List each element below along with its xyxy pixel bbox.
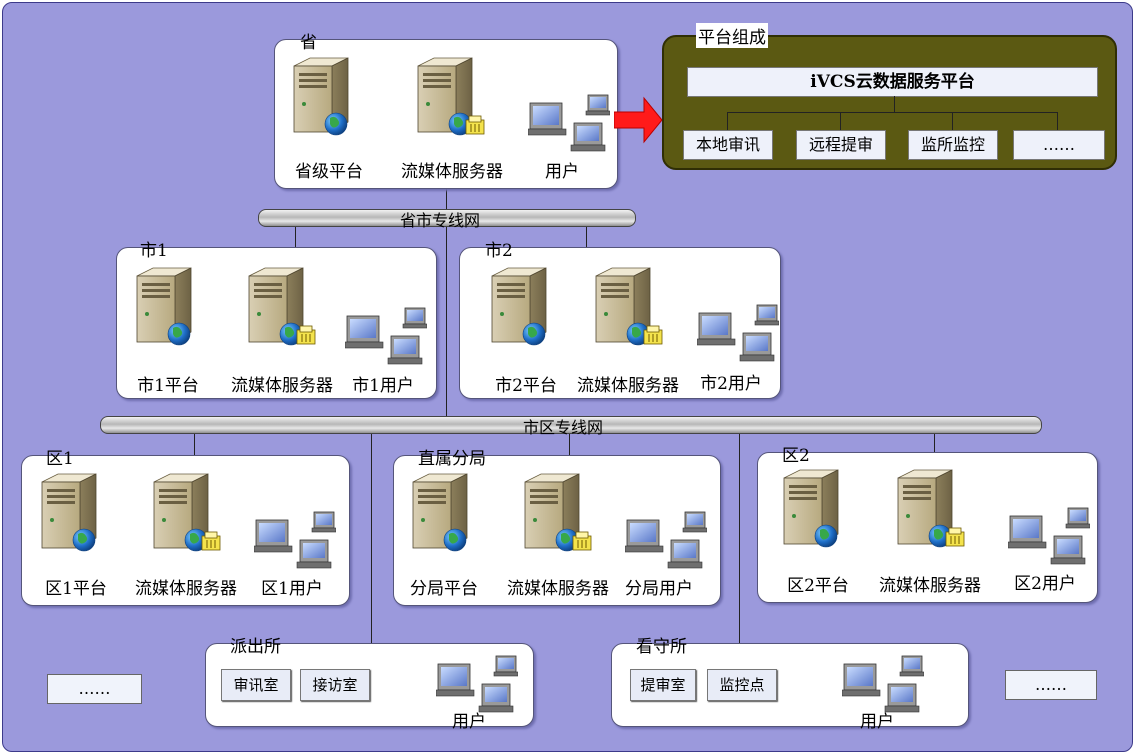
user-computers-icon bbox=[624, 510, 708, 576]
connector bbox=[840, 112, 841, 130]
media-server-icon bbox=[245, 266, 317, 354]
server-icon bbox=[488, 266, 560, 354]
district1-platform-label: 区1平台 bbox=[45, 579, 107, 599]
bureau-user-label: 分局用户 bbox=[625, 579, 693, 599]
connector bbox=[586, 226, 587, 248]
server-icon bbox=[780, 468, 852, 556]
media-server-icon bbox=[414, 56, 486, 144]
police-station-title: 派出所 bbox=[230, 637, 281, 657]
connector bbox=[569, 434, 570, 456]
city1-user-label: 市1用户 bbox=[352, 376, 414, 396]
connector bbox=[371, 434, 372, 644]
province-media-label: 流媒体服务器 bbox=[401, 162, 503, 182]
province-user-label: 用户 bbox=[545, 162, 579, 182]
user-computers-icon bbox=[253, 510, 337, 576]
media-server-icon bbox=[592, 266, 664, 354]
district1-title: 区1 bbox=[46, 449, 74, 469]
server-icon bbox=[409, 472, 481, 560]
province-city-network bbox=[258, 209, 636, 227]
detention-title: 看守所 bbox=[636, 637, 687, 657]
module-more: …… bbox=[1013, 130, 1105, 160]
city2-title: 市2 bbox=[485, 241, 513, 261]
more-left-box: …… bbox=[47, 674, 142, 704]
connector bbox=[194, 434, 195, 456]
connector bbox=[894, 96, 895, 112]
city2-media-label: 流媒体服务器 bbox=[577, 376, 679, 396]
district2-platform-label: 区2平台 bbox=[787, 576, 849, 596]
connector bbox=[727, 112, 1057, 113]
bureau-title: 直属分局 bbox=[418, 449, 486, 469]
city2-platform-label: 市2平台 bbox=[495, 376, 557, 396]
city-district-network-label: 市区专线网 bbox=[523, 418, 604, 437]
module-local-interrogation: 本地审讯 bbox=[683, 130, 773, 160]
city2-user-label: 市2用户 bbox=[700, 374, 762, 394]
arraignment-room-box: 提审室 bbox=[630, 669, 696, 701]
connector bbox=[446, 186, 447, 418]
server-icon bbox=[290, 56, 362, 144]
media-server-icon bbox=[894, 468, 966, 556]
province-platform-label: 省级平台 bbox=[295, 162, 363, 182]
server-icon bbox=[38, 472, 110, 560]
city-district-network bbox=[100, 416, 1042, 434]
user-computers-icon bbox=[841, 654, 925, 720]
server-icon bbox=[133, 266, 205, 354]
user-computers-icon bbox=[435, 654, 519, 720]
interrogation-room-box: 审讯室 bbox=[221, 669, 291, 701]
arrow-right-icon bbox=[614, 96, 663, 144]
police-station-user-label: 用户 bbox=[452, 712, 486, 732]
user-computers-icon bbox=[696, 303, 780, 369]
monitoring-point-box: 监控点 bbox=[707, 669, 777, 701]
district1-user-label: 区1用户 bbox=[261, 579, 323, 599]
reception-room-box: 接访室 bbox=[300, 669, 370, 701]
bureau-platform-label: 分局平台 bbox=[410, 579, 478, 599]
connector bbox=[295, 226, 296, 248]
ivcs-platform-bar: iVCS云数据服务平台 bbox=[687, 67, 1098, 97]
composition-title: 平台组成 bbox=[696, 23, 768, 48]
detention-user-label: 用户 bbox=[860, 712, 894, 732]
more-right-box: …… bbox=[1005, 670, 1097, 700]
connector bbox=[727, 112, 728, 130]
connector bbox=[739, 434, 740, 644]
connector bbox=[1057, 112, 1058, 130]
media-server-icon bbox=[521, 472, 593, 560]
city1-title: 市1 bbox=[140, 241, 168, 261]
connector bbox=[934, 434, 935, 454]
user-computers-icon bbox=[1007, 506, 1091, 572]
media-server-icon bbox=[150, 472, 222, 560]
district2-media-label: 流媒体服务器 bbox=[879, 576, 981, 596]
district2-title: 区2 bbox=[782, 446, 810, 466]
city1-media-label: 流媒体服务器 bbox=[231, 376, 333, 396]
connector bbox=[952, 112, 953, 130]
province-title: 省 bbox=[300, 33, 317, 53]
district2-user-label: 区2用户 bbox=[1014, 574, 1076, 594]
user-computers-icon bbox=[344, 306, 428, 372]
user-computers-icon bbox=[527, 93, 611, 159]
module-prison-monitoring: 监所监控 bbox=[908, 130, 998, 160]
bureau-media-label: 流媒体服务器 bbox=[507, 579, 609, 599]
province-city-network-label: 省市专线网 bbox=[400, 211, 481, 230]
district1-media-label: 流媒体服务器 bbox=[135, 579, 237, 599]
module-remote-arraignment: 远程提审 bbox=[796, 130, 886, 160]
city1-platform-label: 市1平台 bbox=[137, 376, 199, 396]
